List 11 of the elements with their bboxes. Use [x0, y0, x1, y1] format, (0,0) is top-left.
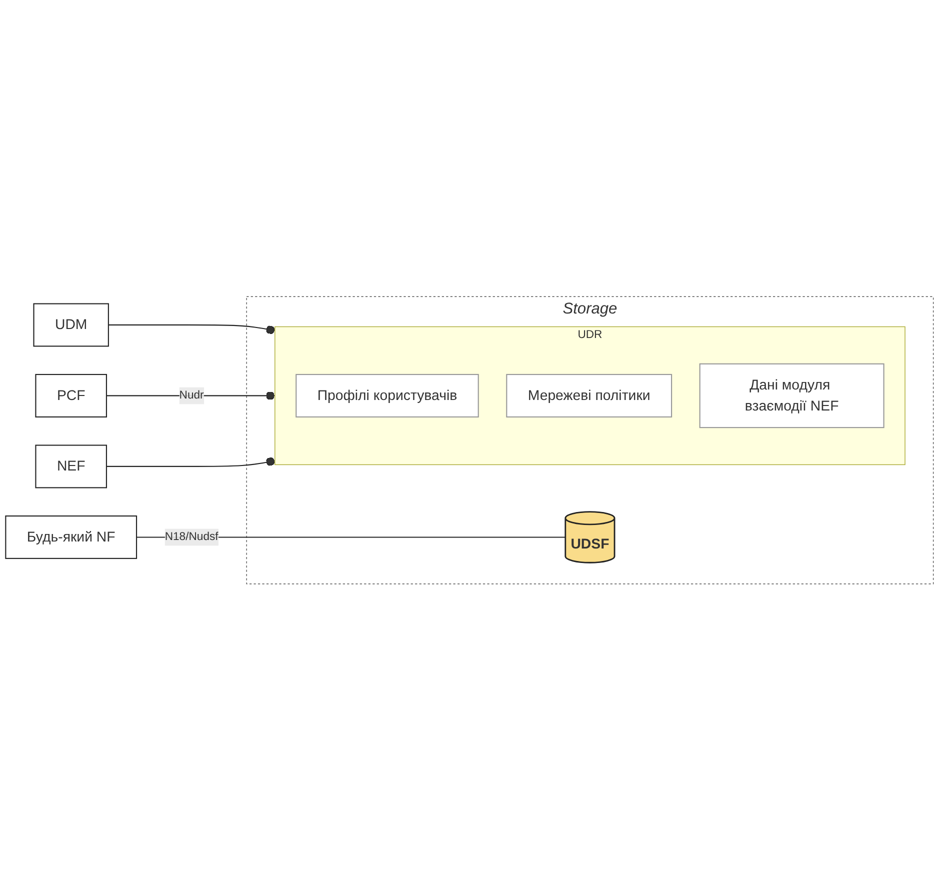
node-box: NEF [35, 444, 107, 488]
connector [106, 458, 276, 468]
edge-label: Nudr [179, 390, 204, 402]
node-box: PCF [35, 374, 107, 418]
connector [108, 324, 276, 334]
node-box: Профілі користувачів [296, 374, 479, 418]
node-box: Будь-який NF [5, 516, 138, 560]
node-box: Мережеві політики [506, 374, 672, 418]
node-box: UDM [33, 303, 109, 347]
edge-label: N18/Nudsf [164, 531, 218, 544]
node-box: Дані модуля взаємодії NEF [699, 364, 884, 428]
